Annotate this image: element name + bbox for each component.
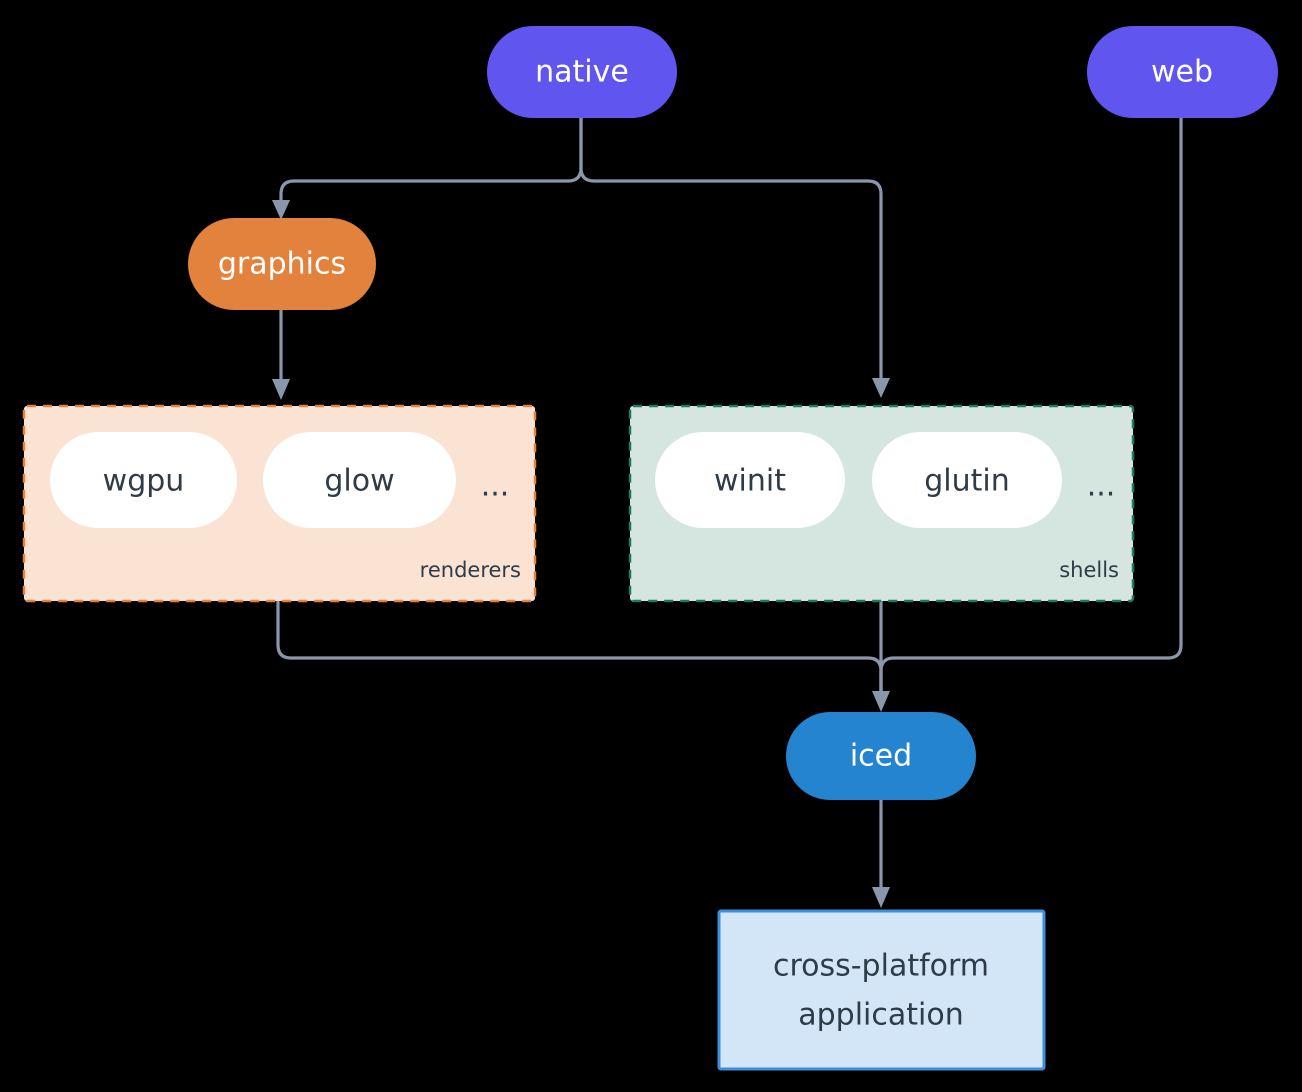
node-iced[interactable]: iced [786, 712, 976, 800]
list-item[interactable]: glow [263, 432, 456, 528]
edge-native-shells [579, 115, 883, 384]
list-item[interactable]: wgpu [50, 432, 237, 528]
arrowhead-iced-to-application [872, 887, 890, 908]
shell-pill-glutin[interactable] [872, 432, 1062, 528]
shell-label-glutin: glutin [924, 464, 1010, 499]
shells-more-ellipsis: ... [1087, 469, 1116, 504]
renderer-pill-glow[interactable] [263, 432, 456, 528]
native-node-shape[interactable] [487, 26, 677, 118]
node-cross-platform-application[interactable]: cross-platform application [717, 909, 1046, 1071]
node-web[interactable]: web [1087, 26, 1278, 118]
arrowhead-native-to-shells [872, 378, 890, 398]
application-node-shape[interactable] [717, 909, 1046, 1071]
shells-cluster-title: shells [1059, 558, 1119, 582]
application-label-line-2: application [798, 998, 963, 1033]
application-label-line-1: cross-platform [773, 949, 989, 984]
graphics-node-label: graphics [218, 247, 346, 282]
edge-layer [272, 115, 1183, 908]
web-node-label: web [1151, 55, 1213, 90]
shell-pill-winit[interactable] [655, 432, 845, 528]
iced-node-shape[interactable] [786, 712, 976, 800]
renderer-label-wgpu: wgpu [103, 464, 185, 499]
node-graphics[interactable]: graphics [188, 218, 376, 310]
node-native[interactable]: native [487, 26, 677, 118]
edge-web-iced [879, 115, 1183, 696]
renderers-cluster-title: renderers [420, 558, 521, 582]
web-node-shape[interactable] [1087, 26, 1278, 118]
cluster-renderers: wgpu glow ... renderers [22, 404, 537, 603]
native-node-label: native [535, 55, 629, 90]
renderer-pill-wgpu[interactable] [50, 432, 237, 528]
list-item[interactable]: winit [655, 432, 845, 528]
arrowhead-native-to-graphics [272, 200, 290, 220]
arrowhead-to-iced [872, 691, 890, 712]
list-item[interactable]: glutin [872, 432, 1062, 528]
iced-node-label: iced [850, 739, 912, 774]
renderers-more-ellipsis: ... [481, 469, 510, 504]
shell-label-winit: winit [714, 464, 786, 499]
cluster-shells: winit glutin ... shells [628, 404, 1135, 603]
edge-renderers-iced [276, 600, 883, 696]
edge-native-split [279, 115, 583, 208]
renderer-label-glow: glow [324, 464, 394, 499]
graphics-node-shape[interactable] [188, 218, 376, 310]
arrowhead-graphics-to-renderers [272, 379, 290, 400]
